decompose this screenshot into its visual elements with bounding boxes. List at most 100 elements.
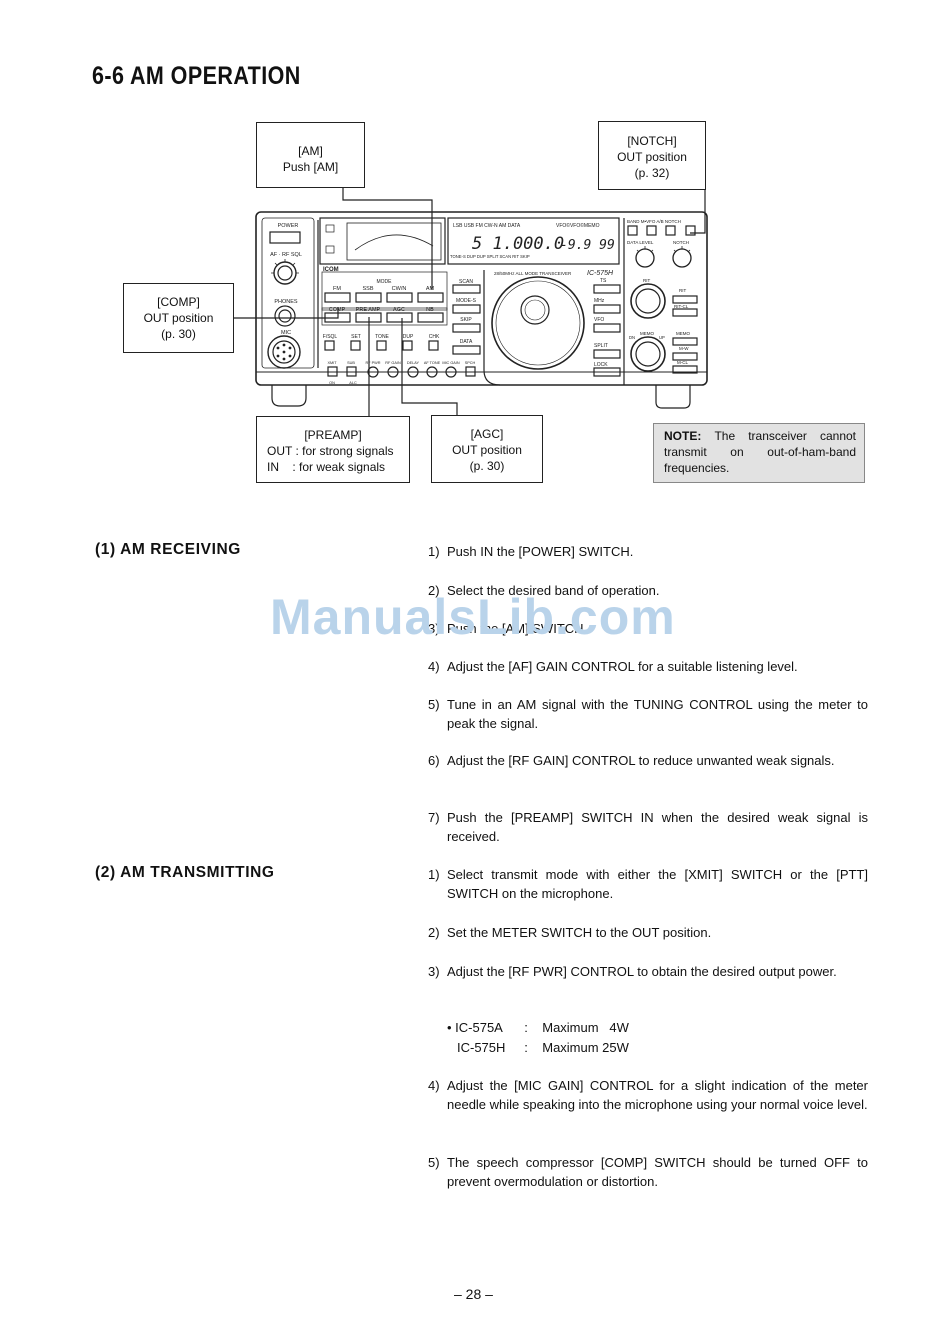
callout-am: [AM] Push [AM] — [256, 122, 365, 188]
svg-text:DATA LEVEL: DATA LEVEL — [627, 240, 654, 245]
svg-text:SET: SET — [351, 334, 361, 340]
svg-text:ALC: ALC — [349, 381, 357, 385]
radio-foot-left — [271, 385, 307, 407]
transceiver-illustration: POWER AF · RF SQL PHONES MIC LSB USB FM … — [234, 188, 708, 416]
display-offset: -9.9 99 — [560, 238, 615, 253]
svg-text:RF GAIN: RF GAIN — [385, 361, 401, 365]
watermark: ManualsLib.com — [270, 589, 676, 645]
svg-text:MHz: MHz — [594, 298, 605, 304]
spec-ic575h: IC-575H: Maximum 25W — [457, 1040, 629, 1055]
svg-text:M-W: M-W — [679, 346, 689, 351]
svg-text:SCAN: SCAN — [459, 279, 473, 285]
note-text: The transceiver cannot transmit on out-o… — [664, 429, 856, 475]
step-receive-3: 3)Push the [AM] SWITCH. — [428, 621, 588, 636]
ssb-button — [355, 292, 382, 303]
svg-text:LOCK: LOCK — [594, 362, 608, 368]
display-vfo-line: VFO©VFO©MEMO — [556, 222, 600, 229]
svg-text:COMP: COMP — [329, 307, 346, 313]
step-transmit-2: 2)Set the METER SWITCH to the OUT positi… — [428, 925, 712, 940]
label-phones: PHONES — [274, 299, 298, 305]
svg-text:AM: AM — [426, 286, 435, 292]
note-box: NOTE: The transceiver cannot transmit on… — [653, 423, 865, 483]
label-mic: MIC — [281, 330, 291, 336]
leader-line-agc — [401, 318, 458, 415]
preamp-button — [355, 312, 382, 323]
step-receive-4: 4)Adjust the [AF] GAIN CONTROL for a sui… — [428, 659, 798, 674]
main-display — [447, 217, 620, 265]
svg-text:SUB: SUB — [347, 361, 355, 365]
label-power: POWER — [278, 223, 299, 229]
page-title: 6-6 AM OPERATION — [92, 62, 301, 90]
fm-button — [324, 292, 351, 303]
leader-line-comp — [234, 307, 339, 319]
radio-model: IC-575H — [587, 270, 614, 277]
svg-text:DUP: DUP — [403, 334, 414, 340]
label-af-rf: AF · RF SQL — [270, 252, 302, 258]
svg-text:FM: FM — [333, 286, 341, 292]
svg-text:XMIT: XMIT — [327, 361, 337, 365]
section-heading-am-receiving: (1) AM RECEIVING — [95, 541, 241, 558]
note-label: NOTE: — [664, 429, 702, 443]
svg-text:VFO: VFO — [594, 317, 604, 323]
svg-text:CW/N: CW/N — [392, 286, 407, 292]
am-button — [417, 292, 444, 303]
display-status-line: TONE-S DUP DUP SPLIT SCAN RIT SKIP — [450, 254, 530, 259]
svg-text:DATA: DATA — [460, 339, 473, 345]
svg-text:BAND M•VFO A/B NOTCH: BAND M•VFO A/B NOTCH — [627, 219, 681, 224]
label-mode-group: MODE — [377, 279, 393, 285]
power-switch — [269, 231, 301, 244]
svg-text:SPCH: SPCH — [465, 361, 476, 365]
svg-text:PRE AMP: PRE AMP — [356, 307, 381, 313]
radio-body — [255, 211, 708, 386]
svg-text:ON: ON — [329, 381, 335, 385]
callout-notch: [NOTCH] OUT position (p. 32) — [598, 121, 706, 190]
af-rf-knob — [273, 261, 297, 285]
svg-text:M-CL: M-CL — [677, 360, 688, 365]
radio-foot-right — [655, 385, 691, 409]
cw-n-button — [386, 292, 413, 303]
svg-text:MIC GAIN: MIC GAIN — [442, 361, 460, 365]
svg-text:CHK: CHK — [429, 334, 440, 340]
svg-text:DELAY: DELAY — [407, 361, 420, 365]
svg-text:NOTCH: NOTCH — [673, 240, 689, 245]
section-heading-am-transmitting: (2) AM TRANSMITTING — [95, 864, 275, 881]
phones-jack — [274, 305, 296, 327]
svg-text:TS: TS — [600, 278, 607, 284]
step-receive-1: 1)Push IN the [POWER] SWITCH. — [428, 544, 634, 559]
display-mode-line: LSB USB FM CW-N AM DATA — [453, 223, 521, 229]
svg-text:RIT-CL: RIT-CL — [674, 304, 689, 309]
svg-text:AGC: AGC — [393, 307, 405, 313]
callout-agc: [AGC] OUT position (p. 30) — [431, 415, 543, 483]
svg-text:SSB: SSB — [362, 286, 373, 292]
step-receive-7: 7)Push the [PREAMP] SWITCH IN when the d… — [428, 810, 868, 844]
svg-text:F/SQL: F/SQL — [323, 334, 338, 340]
s-meter — [319, 217, 446, 265]
svg-text:UP: UP — [659, 335, 665, 340]
svg-text:DN: DN — [629, 335, 635, 340]
callout-preamp: [PREAMP] OUT : for strong signals IN : f… — [256, 416, 410, 483]
step-transmit-4: 4)Adjust the [MIC GAIN] CONTROL for a sl… — [428, 1078, 868, 1112]
step-receive-5: 5)Tune in an AM signal with the TUNING C… — [428, 697, 868, 731]
step-receive-6: 6)Adjust the [RF GAIN] CONTROL to reduce… — [428, 753, 835, 768]
rit-knob — [630, 283, 666, 319]
nb-button — [417, 312, 444, 323]
svg-text:RF PWR: RF PWR — [366, 361, 381, 365]
svg-text:RIT: RIT — [679, 288, 687, 293]
svg-text:SPLIT: SPLIT — [594, 343, 608, 349]
display-frequency: 5 1.000.0 — [472, 234, 564, 254]
memo-knob — [630, 336, 666, 372]
radio-subtitle: 28/50MHz ALL MODE TRANSCEIVER — [494, 271, 572, 276]
svg-text:MEMO: MEMO — [640, 331, 654, 336]
svg-text:SKIP: SKIP — [460, 317, 472, 323]
step-transmit-1: 1)Select transmit mode with either the [… — [428, 867, 868, 901]
agc-button — [386, 312, 413, 323]
svg-text:RIT: RIT — [643, 278, 651, 283]
spec-ic575a: • IC-575A: Maximum 4W — [447, 1020, 629, 1035]
tuning-dial — [491, 276, 585, 370]
step-transmit-5: 5)The speech compressor [COMP] SWITCH sh… — [428, 1155, 868, 1189]
step-transmit-3: 3)Adjust the [RF PWR] CONTROL to obtain … — [428, 964, 837, 979]
svg-text:MEMO: MEMO — [676, 331, 690, 336]
svg-text:TONE: TONE — [375, 334, 389, 340]
step-receive-2: 2)Select the desired band of operation. — [428, 583, 660, 598]
brand-logo: ICOM — [323, 267, 339, 273]
